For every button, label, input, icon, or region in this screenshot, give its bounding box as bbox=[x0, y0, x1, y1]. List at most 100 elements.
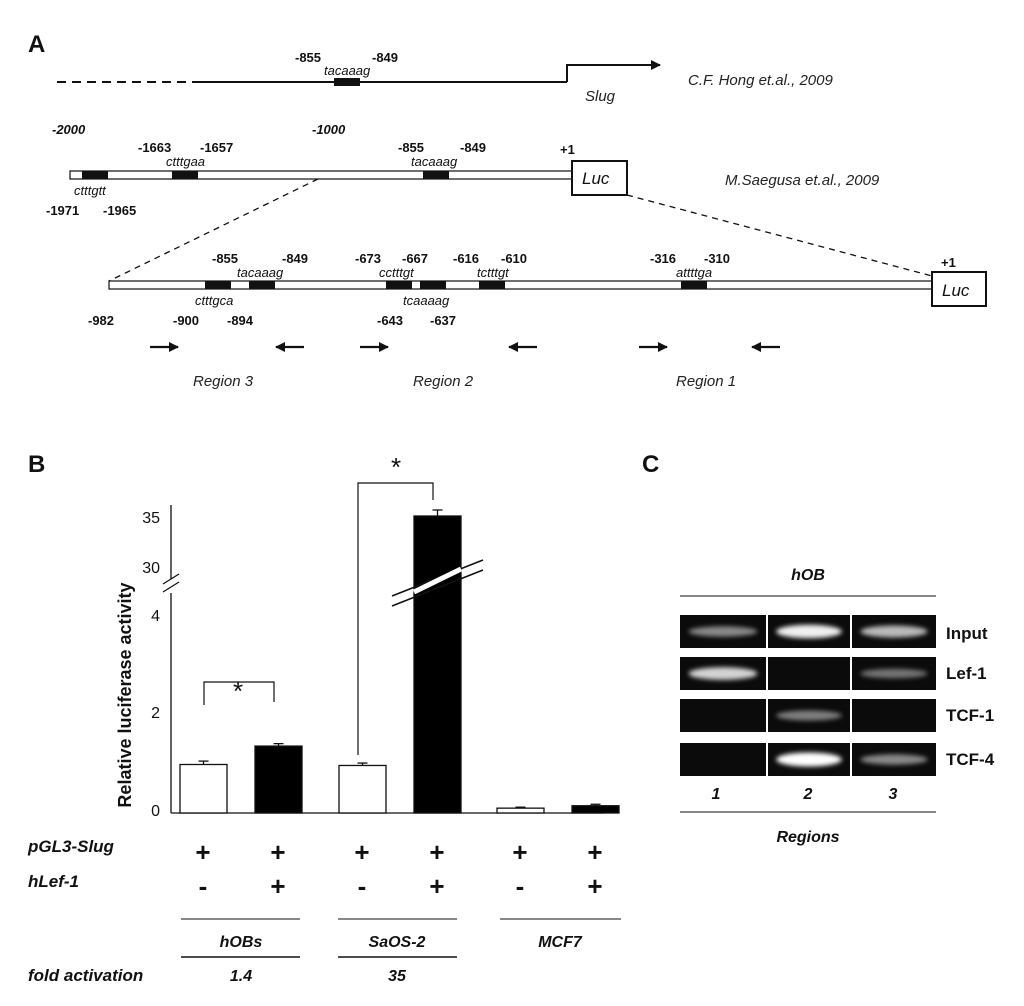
t3-sa-left: -900 bbox=[173, 313, 199, 328]
t1-pos-right: -849 bbox=[372, 50, 398, 65]
bars-group bbox=[179, 509, 620, 814]
t2-site2-right: -1657 bbox=[200, 140, 233, 155]
t3-se-left: -616 bbox=[453, 251, 479, 266]
lef-sign-4: + bbox=[429, 871, 444, 901]
sig-star-saos: * bbox=[391, 452, 401, 482]
lef-sign-3: - bbox=[358, 871, 367, 901]
gel-footer: Regions bbox=[776, 829, 839, 846]
promoter-bar-zoom bbox=[108, 280, 933, 290]
y-tick-0: 0 bbox=[151, 803, 160, 820]
lef-sign-1: - bbox=[199, 871, 208, 901]
cell-hobs: hOBs bbox=[220, 934, 263, 951]
gel-band bbox=[776, 624, 842, 639]
zoom-line-left bbox=[108, 178, 319, 282]
luc-box-zoom bbox=[931, 271, 987, 307]
condition-signs: ++++++-+-+-+ bbox=[195, 837, 602, 901]
fold-hobs: 1.4 bbox=[230, 968, 252, 985]
t2-start: -2000 bbox=[52, 122, 86, 137]
t3-sb-right: -849 bbox=[282, 251, 308, 266]
gel-band bbox=[860, 668, 928, 679]
gel-band bbox=[860, 754, 928, 765]
gel-panel bbox=[680, 615, 936, 776]
y-tick-30: 30 bbox=[142, 560, 160, 577]
t2-site2-seq: ctttgaa bbox=[166, 154, 205, 169]
sig-star-hobs: * bbox=[233, 676, 243, 706]
plasmid-sign-6: + bbox=[587, 837, 602, 867]
chart-conditions-table: pGL3-Slug hLef-1 fold activation + + + + + + -… bbox=[27, 837, 621, 985]
lane-3: 3 bbox=[889, 786, 898, 803]
fold-saos: 35 bbox=[388, 968, 407, 985]
gel-title: hOB bbox=[791, 567, 825, 584]
t2-site2-left: -1663 bbox=[138, 140, 171, 155]
t2-site3-seq: tacaaag bbox=[411, 154, 458, 169]
citation-hong: C.F. Hong et.al., 2009 bbox=[688, 72, 833, 89]
gel-lane-bg bbox=[768, 657, 850, 690]
t1-site-seq: tacaaag bbox=[324, 63, 371, 78]
gel-band bbox=[776, 752, 842, 767]
y-tick-35: 35 bbox=[142, 510, 160, 527]
row-label-lef: hLef-1 bbox=[28, 872, 79, 891]
gel-lane-bg bbox=[680, 699, 766, 732]
bar-4 bbox=[413, 515, 462, 814]
luciferase-chart: Relative luciferase activity 0 2 4 30 35… bbox=[115, 452, 620, 820]
lef-sign-6: + bbox=[587, 871, 602, 901]
cell-saos: SaOS-2 bbox=[369, 934, 426, 951]
zoom-line-right bbox=[626, 194, 933, 277]
row-label-fold: fold activation bbox=[28, 966, 143, 985]
cell-mcf7: MCF7 bbox=[538, 934, 583, 951]
t3-start: -982 bbox=[88, 313, 114, 328]
panel-b-label: B bbox=[28, 451, 45, 478]
plasmid-sign-2: + bbox=[270, 837, 285, 867]
t3-sc-seq: cctttgt bbox=[379, 265, 415, 280]
panel-c-label: C bbox=[642, 451, 659, 478]
gel-band bbox=[776, 710, 842, 721]
t2-site3-right: -849 bbox=[460, 140, 486, 155]
gel-row-lef1: Lef-1 bbox=[946, 664, 987, 683]
track-1: -855 -849 tacaaag Slug C.F. Hong et.al.,… bbox=[57, 50, 833, 105]
t3-sb-seq: tacaaag bbox=[237, 265, 284, 280]
t3-sa-right: -894 bbox=[227, 313, 254, 328]
region-1-label: Region 1 bbox=[676, 373, 736, 390]
lane-2: 2 bbox=[803, 786, 813, 803]
bar-5 bbox=[496, 807, 545, 814]
gel-lane-bg bbox=[852, 699, 936, 732]
t1-pos-left: -855 bbox=[295, 50, 321, 65]
t3-sf-right: -310 bbox=[704, 251, 730, 266]
row-label-plasmid: pGL3-Slug bbox=[27, 837, 115, 856]
plasmid-sign-1: + bbox=[195, 837, 210, 867]
bar-break-gap bbox=[412, 566, 463, 595]
plasmid-sign-3: + bbox=[354, 837, 369, 867]
plasmid-sign-4: + bbox=[429, 837, 444, 867]
promoter-bar bbox=[69, 170, 573, 180]
gel-row-tcf1: TCF-1 bbox=[946, 706, 994, 725]
t2-site1-seq: ctttgtt bbox=[74, 183, 107, 198]
gel-band bbox=[860, 625, 928, 638]
luc-label-zoom: Luc bbox=[942, 281, 970, 300]
luc-label-top: Luc bbox=[582, 169, 610, 188]
t3-sf-left: -316 bbox=[650, 251, 676, 266]
t3-sd-left: -643 bbox=[377, 313, 403, 328]
t3-sa-seq: ctttgca bbox=[195, 293, 233, 308]
sig-bracket-saos bbox=[357, 482, 434, 755]
binding-site-box bbox=[334, 78, 360, 86]
lane-1: 1 bbox=[712, 786, 721, 803]
t3-se-seq: tctttgt bbox=[477, 265, 510, 280]
gel-row-input: Input bbox=[946, 624, 988, 643]
gel-band bbox=[688, 667, 758, 680]
tss-arrow bbox=[566, 60, 661, 82]
t3-sf-seq: attttga bbox=[676, 265, 712, 280]
t3-se-right: -610 bbox=[501, 251, 527, 266]
t2-site3-left: -855 bbox=[398, 140, 424, 155]
t3-tss: +1 bbox=[941, 255, 956, 270]
track-3: Luc +1 -855 -849 tacaaag -673 -667 ccttt… bbox=[88, 251, 987, 328]
region-2-label: Region 2 bbox=[413, 373, 474, 390]
plasmid-sign-5: + bbox=[512, 837, 527, 867]
axis-break-mark-2 bbox=[162, 581, 180, 593]
bar-6 bbox=[571, 805, 620, 814]
axis-break-mark-1 bbox=[162, 573, 180, 585]
gel-row-tcf4: TCF-4 bbox=[946, 750, 995, 769]
t2-site1-left: -1971 bbox=[46, 203, 79, 218]
t3-sc-left: -673 bbox=[355, 251, 381, 266]
y-tick-4: 4 bbox=[151, 608, 160, 625]
